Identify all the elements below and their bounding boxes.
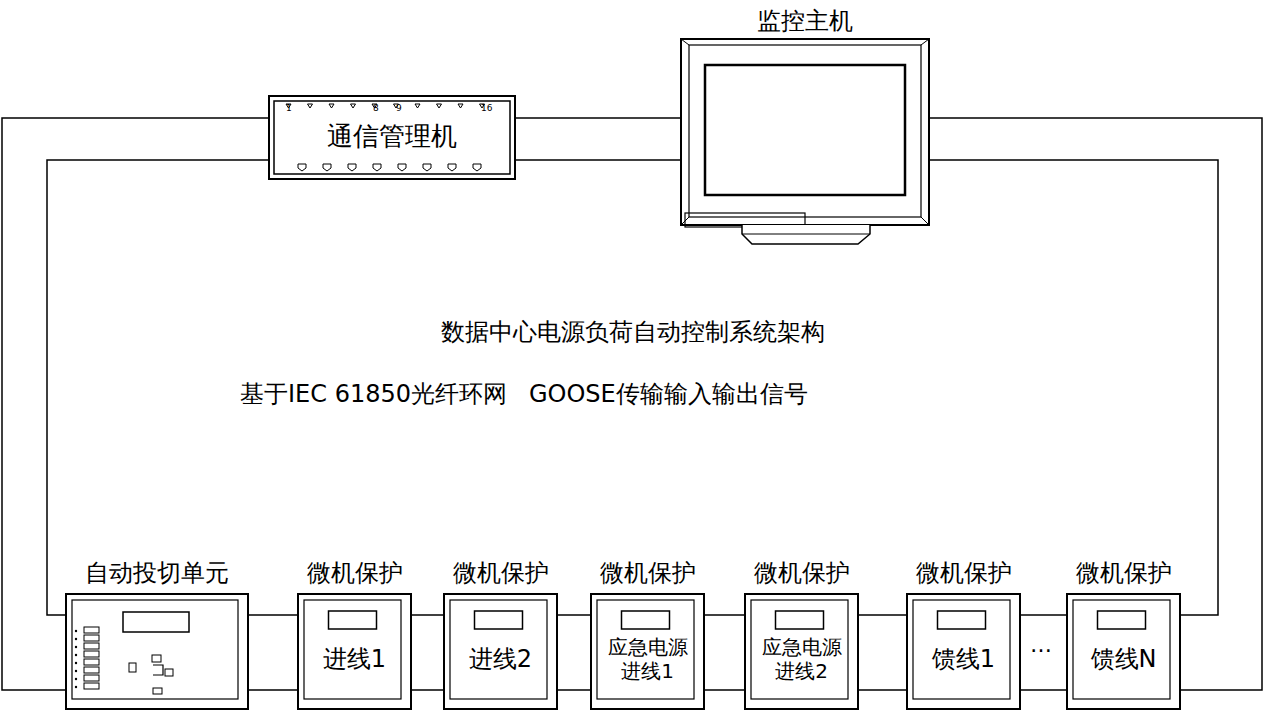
node-heading: 监控主机 <box>680 4 930 38</box>
relay-protection-box: 微机保护进线1 <box>297 553 412 710</box>
node-text: 馈线N <box>1076 645 1171 674</box>
node-heading: 自动投切单元 <box>65 553 249 593</box>
node-heading: 微机保护 <box>744 553 859 593</box>
relay-protection-box: 微机保护馈线N <box>1066 553 1181 710</box>
auto-switch-unit: 自动投切单元 <box>65 553 249 710</box>
node-frame: 馈线N <box>1066 593 1181 710</box>
node-heading: 微机保护 <box>443 553 558 593</box>
node-frame: 通信管理机 <box>268 95 516 180</box>
node-heading: 微机保护 <box>297 553 412 593</box>
fiber-ring-link <box>412 614 443 616</box>
relay-protection-box: 微机保护馈线1 <box>906 553 1021 710</box>
diagram-title: 数据中心电源负荷自动控制系统架构 <box>0 318 1265 347</box>
node-heading: 微机保护 <box>590 553 705 593</box>
fiber-ring-link <box>859 614 906 616</box>
node-frame <box>680 38 930 246</box>
fiber-ring-link <box>705 689 744 691</box>
node-frame: 馈线1 <box>906 593 1021 710</box>
monitor-host: 监控主机 <box>680 4 930 246</box>
mon-outline <box>680 38 930 246</box>
fiber-ring-link <box>249 614 297 616</box>
fiber-ring-link <box>705 614 744 616</box>
node-text: 进线2 <box>453 645 548 674</box>
fiber-ring-link <box>859 689 906 691</box>
network-note: GOOSE传输输入输出信号 <box>529 381 808 409</box>
node-text: 进线1 <box>307 645 402 674</box>
port-number: 9 <box>396 103 402 113</box>
fiber-ring-link <box>47 160 268 615</box>
node-text: 馈线1 <box>916 645 1011 674</box>
node-frame <box>65 593 249 710</box>
relay-protection-box: 微机保护应急电源 进线2 <box>744 553 859 710</box>
fiber-ring-link <box>930 160 1218 615</box>
node-heading: 微机保护 <box>1066 553 1181 593</box>
fiber-ring-link <box>412 689 443 691</box>
node-frame: 进线1 <box>297 593 412 710</box>
node-frame: 进线2 <box>443 593 558 710</box>
comm-manager-box: 通信管理机 <box>268 95 516 180</box>
node-text: 应急电源 进线2 <box>754 635 849 683</box>
port-number: 8 <box>373 103 379 113</box>
relay-protection-box: 微机保护应急电源 进线1 <box>590 553 705 710</box>
relay-protection-box: 微机保护进线2 <box>443 553 558 710</box>
node-frame: 应急电源 进线2 <box>744 593 859 710</box>
node-frame: 应急电源 进线1 <box>590 593 705 710</box>
fiber-ring-link <box>516 159 680 161</box>
fiber-ring-link <box>558 689 590 691</box>
auto-outline <box>67 595 247 708</box>
fiber-ring-link <box>516 117 680 119</box>
network-note: 基于IEC 61850光纤环网 <box>240 381 507 409</box>
port-number: 16 <box>481 103 492 113</box>
node-heading: 微机保护 <box>906 553 1021 593</box>
port-number: 1 <box>286 103 292 113</box>
ellipsis: … <box>1030 632 1052 657</box>
fiber-ring-link <box>558 614 590 616</box>
node-text: 通信管理机 <box>278 121 506 152</box>
fiber-ring-link <box>1021 614 1066 616</box>
fiber-ring-link <box>1021 689 1066 691</box>
fiber-ring-link <box>249 689 297 691</box>
node-text: 应急电源 进线1 <box>600 635 695 683</box>
